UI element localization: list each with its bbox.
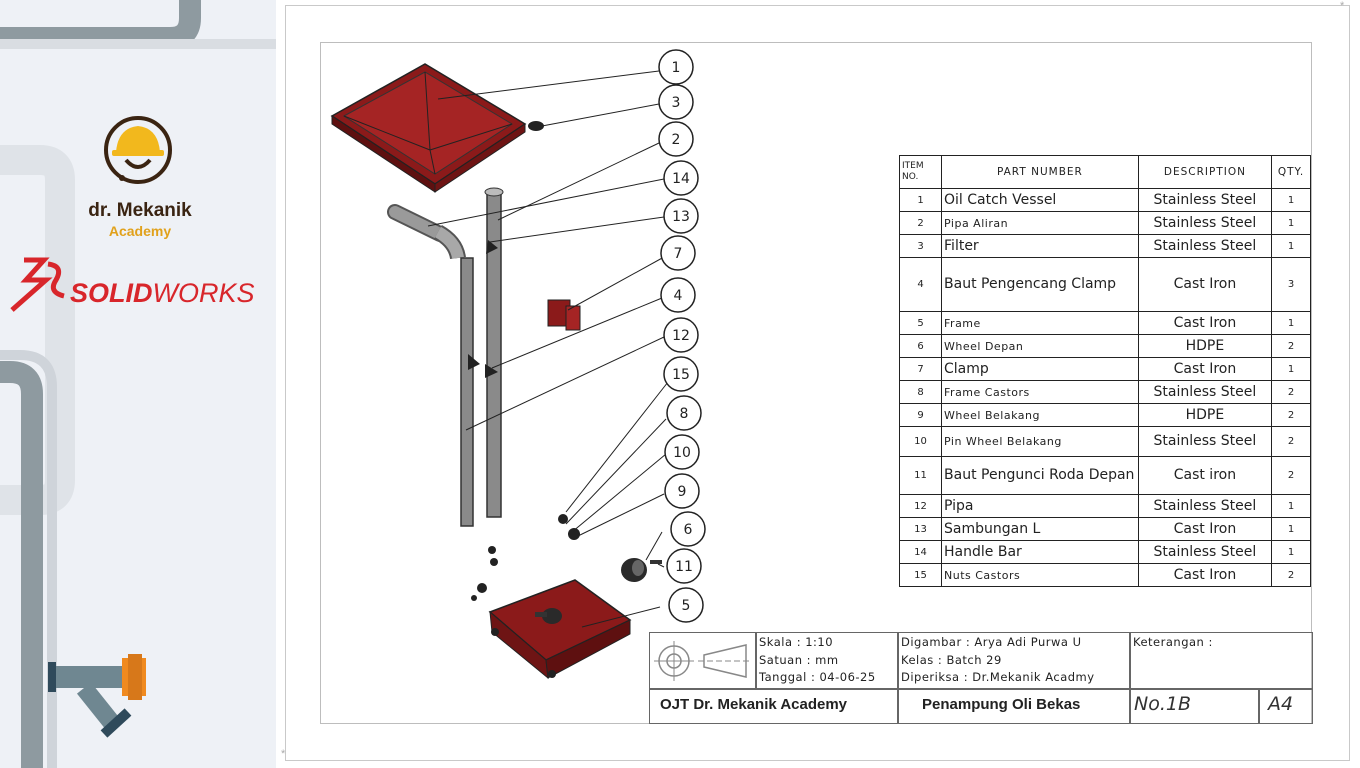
exploded-view: 1 3 2 14 13 7 4 12 15 8 10 9 6 11 5 bbox=[330, 49, 706, 680]
company-name: OJT Dr. Mekanik Academy bbox=[660, 696, 848, 713]
projection-symbol-icon bbox=[654, 641, 750, 681]
remarks-field: Keterangan : bbox=[1133, 635, 1213, 649]
nuts-castors-part bbox=[558, 514, 568, 524]
elbow-joint-part bbox=[486, 240, 498, 254]
brand-subtitle: Academy bbox=[108, 223, 172, 239]
sheet-size: A4 bbox=[1268, 693, 1294, 715]
valve-icon bbox=[48, 654, 146, 738]
bom-header-part-number: PART NUMBER bbox=[941, 155, 1139, 189]
solidworks-wordmark: SOLIDWORKS bbox=[70, 278, 255, 308]
sidebar-branding: dr. Mekanik Academy SOLIDWORKS bbox=[0, 0, 276, 768]
brand-name: dr. Mekanik bbox=[88, 200, 192, 221]
bom-header-qty: QTY. bbox=[1271, 155, 1311, 189]
front-wheel-part bbox=[621, 558, 662, 582]
handle-bar-part bbox=[387, 204, 466, 260]
bom-header-description: DESCRIPTION bbox=[1137, 155, 1273, 189]
class-field: Kelas : Batch 29 bbox=[901, 653, 1002, 667]
scale-field: Skala : 1:10 bbox=[759, 635, 834, 649]
solidworks-logo-icon bbox=[10, 257, 65, 312]
title-block: Skala : 1:10 Satuan : mm Tanggal : 04-06… bbox=[649, 632, 1313, 724]
frame-part bbox=[488, 579, 632, 680]
balloon-11: 11 bbox=[675, 559, 693, 575]
balloon-8: 8 bbox=[680, 406, 689, 422]
helmet-logo-icon bbox=[104, 116, 172, 184]
date-field: Tanggal : 04-06-25 bbox=[759, 670, 876, 684]
balloon-13: 13 bbox=[672, 209, 690, 225]
balloon-7: 7 bbox=[674, 246, 683, 262]
sheet-corner-mark: * bbox=[281, 748, 286, 760]
balloon-9: 9 bbox=[678, 484, 687, 500]
balloon-5: 5 bbox=[682, 598, 691, 614]
oil-catch-vessel-part bbox=[330, 63, 527, 193]
clamp-bolt-part bbox=[468, 354, 480, 370]
pipe-part bbox=[460, 257, 474, 527]
balloon-15: 15 bbox=[672, 367, 690, 383]
leader-lines bbox=[427, 70, 669, 628]
balloon-14: 14 bbox=[672, 171, 690, 187]
checked-by-field: Diperiksa : Dr.Mekanik Acadmy bbox=[901, 670, 1095, 684]
pipe-decoration bbox=[0, 0, 276, 768]
wheel-rear-part bbox=[568, 528, 580, 540]
balloon-1: 1 bbox=[672, 60, 681, 76]
clamp-part bbox=[547, 299, 581, 331]
balloon-10: 10 bbox=[673, 445, 691, 461]
balloons: 1 3 2 14 13 7 4 12 15 8 10 9 6 11 5 bbox=[658, 49, 706, 623]
sheet-corner-mark: * bbox=[1340, 0, 1345, 12]
filter-part bbox=[528, 121, 544, 131]
drawing-number: No.1B bbox=[1134, 693, 1191, 715]
balloon-4: 4 bbox=[674, 288, 683, 304]
balloon-2: 2 bbox=[672, 132, 681, 148]
balloon-12: 12 bbox=[672, 328, 690, 344]
unit-field: Satuan : mm bbox=[759, 653, 839, 667]
balloon-3: 3 bbox=[672, 95, 681, 111]
drawing-title: Penampung Oli Bekas bbox=[922, 696, 1081, 713]
balloon-6: 6 bbox=[684, 522, 693, 538]
drawn-by-field: Digambar : Arya Adi Purwa U bbox=[901, 635, 1082, 649]
